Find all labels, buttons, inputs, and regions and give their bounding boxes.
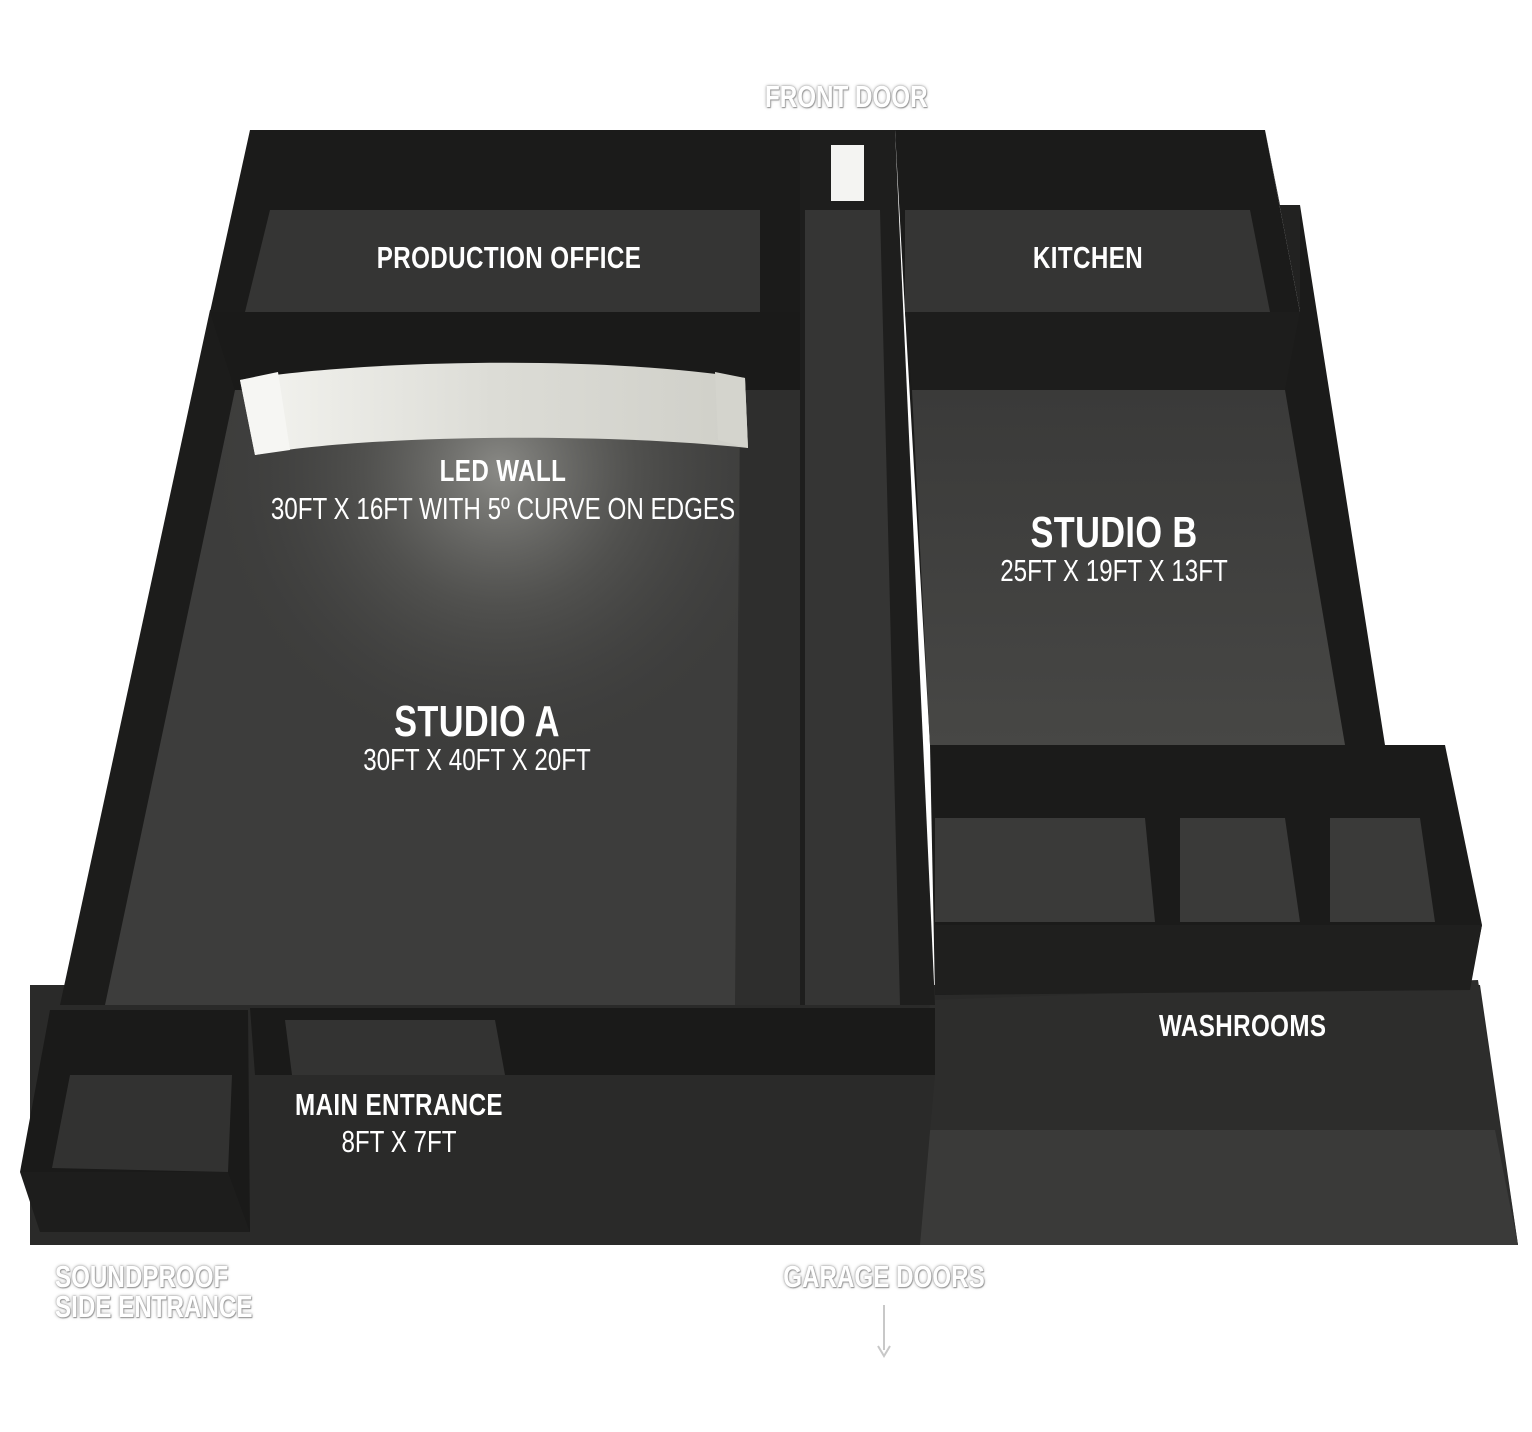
led-wall-dims: 30FT X 16FT WITH 5º CURVE ON EDGES — [270, 491, 736, 526]
kitchen-side-wall — [1265, 130, 1300, 312]
washroom-stall-2 — [1180, 818, 1300, 922]
studio-b-top-wall — [905, 312, 1300, 390]
studio-b-dims: 25FT X 19FT X 13FT — [1000, 553, 1228, 588]
side-entrance-front — [20, 1172, 250, 1232]
production-office-floor — [245, 210, 760, 312]
washroom-front — [935, 925, 1482, 995]
led-wall-panel-edge — [240, 372, 290, 455]
lobby-floor — [255, 1075, 935, 1245]
studio-b-floor — [912, 390, 1345, 745]
main-entrance-dims: 8FT X 7FT — [341, 1124, 457, 1159]
side-entrance-floor — [52, 1075, 232, 1172]
production-office-label: PRODUCTION OFFICE — [376, 240, 642, 275]
led-wall-panel-edge-right — [715, 372, 748, 448]
led-wall-label: LED WALL — [439, 453, 567, 488]
garage-arrow-head — [877, 1345, 891, 1358]
washroom-stall-3 — [1330, 818, 1435, 922]
corridor-floor — [805, 210, 900, 1005]
front-door-opening — [831, 145, 864, 201]
washrooms-label: WASHROOMS — [1159, 1008, 1327, 1043]
studio-b-label: STUDIO B — [1030, 508, 1198, 557]
garage-floor — [912, 1130, 1518, 1245]
studio-a-right-wall — [735, 390, 800, 1005]
studio-a-glow — [105, 390, 740, 1005]
led-wall-panel — [240, 362, 748, 455]
side-entrance-label-line1: SOUNDPROOF — [55, 1259, 229, 1294]
studio-a-label: STUDIO A — [394, 697, 560, 746]
studio-a-dims: 30FT X 40FT X 20FT — [363, 742, 591, 777]
kitchen-floor — [905, 210, 1270, 312]
kitchen-label: KITCHEN — [1032, 240, 1144, 275]
side-entrance-label-line2: SIDE ENTRANCE — [55, 1289, 253, 1324]
main-entrance-opening — [285, 1020, 505, 1075]
main-entrance-label: MAIN ENTRANCE — [295, 1087, 503, 1122]
washroom-stall-1 — [935, 818, 1155, 922]
garage-doors-label: GARAGE DOORS — [783, 1259, 985, 1294]
front-door-label: FRONT DOOR — [765, 79, 928, 114]
